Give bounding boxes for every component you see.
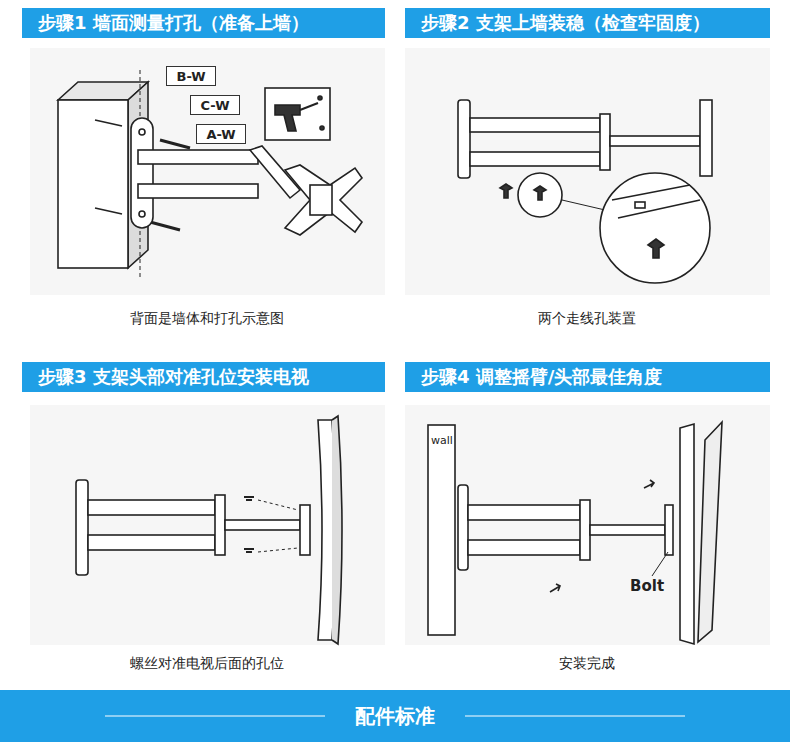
node-text: A-W [206, 127, 235, 142]
step2-drawing [458, 100, 712, 283]
step-header: 步骤3 支架头部对准孔位安装电视 [22, 362, 385, 392]
node-text: 步骤1 墙面测量打孔（准备上墙） [38, 11, 309, 35]
panel-ground [30, 405, 385, 645]
step3-drawing [76, 416, 342, 644]
node-text: 步骤4 调整摇臂/头部最佳角度 [421, 365, 662, 389]
screw-tag: A-W [196, 124, 246, 144]
panel-ground [30, 48, 385, 295]
footer-band [0, 690, 790, 742]
node-text: 步骤3 支架头部对准孔位安装电视 [38, 365, 309, 389]
step-header: 步骤4 调整摇臂/头部最佳角度 [405, 362, 770, 392]
screw-tag: B-W [166, 66, 216, 86]
section-footer: 配件标准 [335, 700, 455, 732]
part-label: Bolt [630, 577, 664, 595]
step4-drawing [428, 422, 722, 644]
panel-caption: 背面是墙体和打孔示意图 [130, 310, 284, 328]
footer-rule [465, 715, 685, 716]
node-text: 步骤2 支架上墙装稳（检查牢固度） [421, 11, 710, 35]
node-text: 配件标准 [355, 703, 435, 730]
node-text: C-W [201, 98, 230, 113]
panel-ground [405, 48, 770, 295]
panel-caption: 两个走线孔装置 [538, 310, 636, 328]
panel-caption: 安装完成 [559, 655, 615, 673]
step-header: 步骤1 墙面测量打孔（准备上墙） [22, 8, 385, 38]
step1-drawing [58, 70, 362, 280]
node-text: B-W [176, 69, 205, 84]
wall-label: wall [431, 434, 453, 447]
panel-ground [405, 405, 770, 645]
step-header: 步骤2 支架上墙装稳（检查牢固度） [405, 8, 770, 38]
footer-rule [105, 715, 325, 716]
panel-caption: 螺丝对准电视后面的孔位 [130, 655, 284, 673]
screw-tag: C-W [190, 95, 240, 115]
